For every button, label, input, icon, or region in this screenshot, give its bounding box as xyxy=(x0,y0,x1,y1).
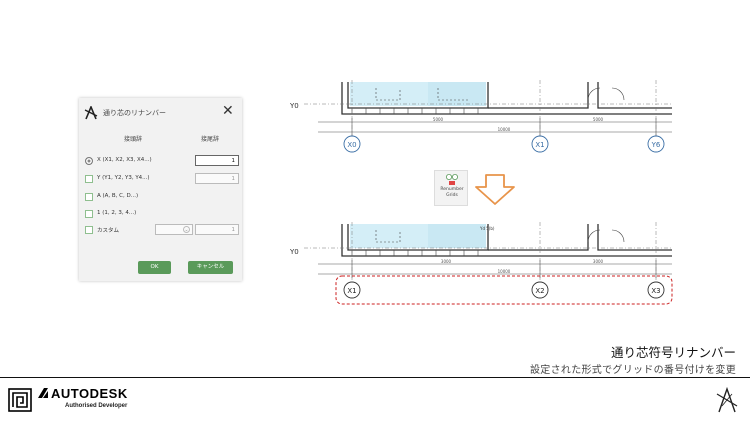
option-y-label: Y (Y1, Y2, Y3, Y4...) xyxy=(97,175,150,181)
autodesk-wordmark: AUTODESK xyxy=(51,386,128,401)
grid-label-y0-before: Y0 xyxy=(289,102,299,110)
option-numeric-checkbox[interactable] xyxy=(85,210,93,218)
dim-text-total-before: 10000 xyxy=(498,127,511,132)
dim-text-left-after: 3000 xyxy=(441,259,452,264)
column-header-suffix: 接尾辞 xyxy=(201,136,220,143)
svg-text:X1: X1 xyxy=(347,287,356,295)
grid-label-y0-after: Y0 xyxy=(289,248,299,256)
grid-bubble-x3-renumbered[interactable]: X3 xyxy=(647,281,665,299)
svg-text:X2: X2 xyxy=(535,287,544,295)
dimension-lines-before xyxy=(318,118,672,136)
chevron-down-icon[interactable]: ⌄ xyxy=(183,226,190,233)
door-swing-before xyxy=(587,87,625,101)
feature-subtitle: 設定された形式でグリッドの番号付けを変更 xyxy=(530,365,736,376)
window-marks-before xyxy=(351,88,479,114)
option-row-alpha[interactable]: A (A, B, C, D...) xyxy=(85,191,235,203)
option-custom-checkbox[interactable] xyxy=(85,226,93,234)
down-arrow-icon xyxy=(475,174,515,205)
grid-bubble-x1-renumbered[interactable]: X1 xyxy=(343,281,361,299)
brand-logo-icon xyxy=(716,387,738,413)
grid-bubble-x2-renumbered[interactable]: X2 xyxy=(531,281,549,299)
walls-after xyxy=(341,224,672,257)
renumber-dialog: 通り芯のリナンバー ✕ 接頭辞 接尾辞 X (X1, X2, X3, X4...… xyxy=(79,98,242,281)
column-header-prefix: 接頭辞 xyxy=(124,136,143,143)
highlight-box xyxy=(335,275,673,305)
option-custom-label: カスタム xyxy=(97,228,120,234)
dim-text-total-after: 10000 xyxy=(498,269,511,274)
option-numeric-label: 1 (1, 2, 3, 4...) xyxy=(97,210,137,216)
close-icon[interactable]: ✕ xyxy=(222,103,234,119)
dim-text-right-before: 5000 xyxy=(593,117,604,122)
room-fill-after-2 xyxy=(428,224,486,248)
autodesk-mark-icon xyxy=(38,388,48,398)
option-row-custom[interactable]: カスタム ⌄ 1 xyxy=(85,224,239,236)
option-row-numeric[interactable]: 1 (1, 2, 3, 4...) xyxy=(85,208,235,220)
grid-lines-after xyxy=(304,222,672,280)
svg-text:X1: X1 xyxy=(535,141,544,149)
suffix-input-y[interactable]: 1 xyxy=(195,173,239,184)
custom-prefix-combo[interactable]: ⌄ xyxy=(155,224,193,235)
walls-before xyxy=(341,82,672,115)
small-note-after: Yd 5(b) xyxy=(479,226,495,231)
autodesk-subtitle: Authorised Developer xyxy=(65,403,128,409)
grid-bubble-x1[interactable]: X1 xyxy=(531,135,549,153)
suffix-input-x[interactable]: 1 xyxy=(195,155,239,166)
ok-button[interactable]: OK xyxy=(138,261,171,274)
room-fill-before-2 xyxy=(428,82,486,106)
grid-lines-before xyxy=(304,80,672,136)
svg-text:Y6: Y6 xyxy=(651,141,661,149)
floorplan-before: Y0 5000 5000 10000 X0 X1 Y6 xyxy=(289,80,672,153)
dim-text-left-before: 5000 xyxy=(433,117,444,122)
option-alpha-label: A (A, B, C, D...) xyxy=(97,193,139,199)
option-alpha-checkbox[interactable] xyxy=(85,193,93,201)
option-y-checkbox[interactable] xyxy=(85,175,93,183)
app-logo-icon xyxy=(84,106,98,120)
dialog-title: 通り芯のリナンバー xyxy=(103,109,166,117)
option-x-radio[interactable] xyxy=(85,157,93,165)
renumber-grids-icon xyxy=(446,174,458,185)
divider xyxy=(0,377,750,378)
grid-bubble-y6[interactable]: Y6 xyxy=(647,135,665,153)
cancel-button[interactable]: キャンセル xyxy=(188,261,233,274)
feature-title: 通り芯符号リナンバー xyxy=(610,345,736,360)
svg-text:X3: X3 xyxy=(651,287,660,295)
option-row-x[interactable]: X (X1, X2, X3, X4...) 1 xyxy=(85,155,239,167)
svg-text:X0: X0 xyxy=(347,141,356,149)
grid-bubble-x0[interactable]: X0 xyxy=(343,135,361,153)
autodesk-partner-logo-icon xyxy=(8,388,32,412)
option-x-label: X (X1, X2, X3, X4...) xyxy=(97,157,152,163)
door-swing-after xyxy=(587,229,625,243)
suffix-input-custom[interactable]: 1 xyxy=(195,224,239,235)
option-row-y[interactable]: Y (Y1, Y2, Y3, Y4...) 1 xyxy=(85,173,239,185)
dim-text-right-after: 3000 xyxy=(593,259,604,264)
dimension-lines-after xyxy=(318,260,672,278)
floorplan-after: Yd 5(b) Y0 3000 3000 10000 X1 X2 X3 xyxy=(289,222,673,305)
